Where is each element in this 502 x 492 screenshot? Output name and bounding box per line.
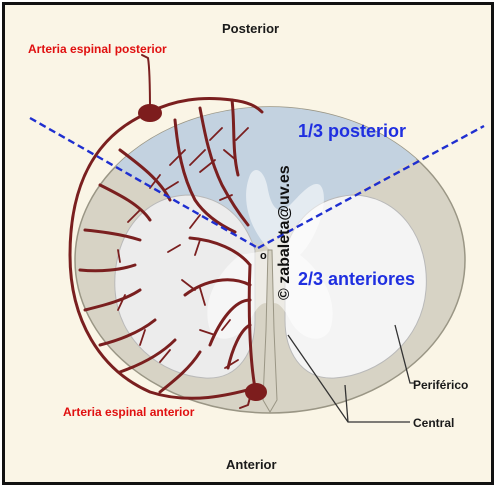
anterior-two-thirds-label: 2/3 anteriores [298, 269, 415, 289]
periferico-label: Periférico [413, 378, 468, 392]
anterior-spinal-artery-node [245, 383, 267, 401]
small-o-label: o [260, 250, 267, 262]
watermark: © zabaleta@uv.es [276, 165, 293, 300]
posterior-spinal-artery-label: Arteria espinal posterior [28, 42, 167, 56]
anterior-spinal-artery-label: Arteria espinal anterior [63, 405, 195, 419]
posterior-spinal-artery-node [138, 104, 162, 122]
posterior-third-label: 1/3 posterior [298, 121, 406, 141]
anterior-title: Anterior [226, 457, 277, 472]
posterior-title: Posterior [222, 21, 279, 36]
central-label: Central [413, 416, 454, 430]
